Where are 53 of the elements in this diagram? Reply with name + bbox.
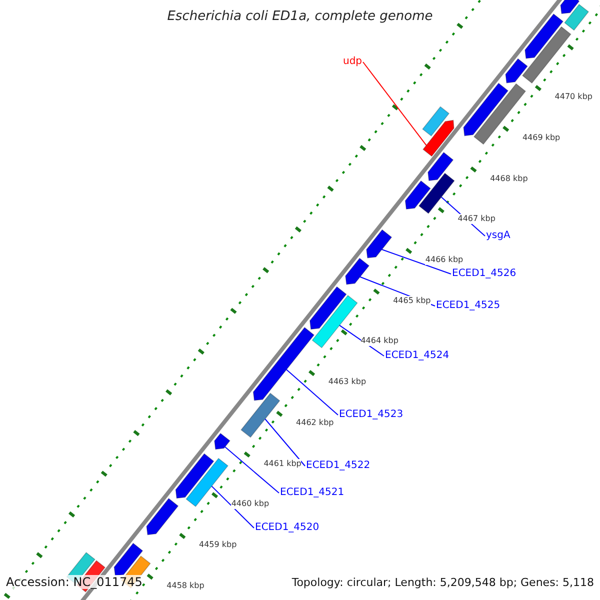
map-title: Escherichia coli ED1a, complete genome bbox=[166, 9, 434, 24]
gene-block bbox=[522, 26, 572, 84]
gene-label: ECED1_4523 bbox=[339, 409, 404, 421]
leader-line bbox=[286, 369, 338, 416]
scale-label: 4464 kbp bbox=[360, 336, 398, 346]
gene-block bbox=[186, 458, 228, 508]
gene-feature bbox=[422, 120, 454, 157]
gene-feature bbox=[175, 453, 214, 499]
gene-feature bbox=[404, 180, 431, 210]
gene-block bbox=[422, 106, 450, 136]
gene-feature bbox=[560, 0, 580, 14]
gene-feature bbox=[366, 229, 392, 258]
gene-label: ysgA bbox=[486, 230, 510, 242]
gene-label: ECED1_4521 bbox=[280, 487, 344, 499]
gene-label: ECED1_4525 bbox=[436, 300, 500, 312]
gene-feature bbox=[114, 542, 144, 576]
gene-label: ECED1_4520 bbox=[255, 522, 320, 534]
gene-feature bbox=[214, 432, 230, 450]
gene-block bbox=[564, 4, 590, 31]
scale-label: 4459 kbp bbox=[199, 540, 237, 550]
scale-label: 4466 kbp bbox=[425, 254, 464, 265]
gene-feature bbox=[505, 58, 528, 84]
gene-feature bbox=[146, 498, 179, 536]
gene-feature bbox=[463, 82, 509, 136]
leader-line bbox=[264, 418, 306, 466]
gene-label: udp bbox=[343, 56, 362, 68]
scale-label: 4469 kbp bbox=[522, 132, 560, 143]
scale-label: 4458 kbp bbox=[166, 580, 204, 591]
gene-feature bbox=[428, 152, 454, 182]
scale-label: 4468 kbp bbox=[490, 174, 528, 184]
gene-label: ECED1_4524 bbox=[385, 350, 450, 362]
leader-line bbox=[211, 486, 254, 528]
accession-text: Accession: NC_011745 bbox=[6, 575, 142, 589]
scale-label: 4470 kbp bbox=[554, 92, 592, 102]
leader-line bbox=[362, 62, 427, 146]
scale-label: 4463 kbp bbox=[328, 377, 366, 388]
scale-label: 4467 kbp bbox=[458, 214, 496, 224]
leader-line bbox=[224, 446, 280, 494]
gene-label: ECED1_4526 bbox=[452, 268, 516, 280]
gene-block bbox=[312, 294, 358, 348]
gene-block bbox=[240, 392, 280, 438]
gene-feature bbox=[309, 286, 347, 330]
scale-label: 4465 kbp bbox=[393, 296, 431, 306]
gene-feature bbox=[524, 13, 564, 59]
scale-label: 4461 kbp bbox=[264, 458, 302, 469]
summary-text: Topology: circular; Length: 5,209,548 bp; Genes: 5,118 bbox=[292, 576, 594, 589]
scale-label: 4462 kbp bbox=[296, 418, 334, 428]
scale-label: 4460 kbp bbox=[231, 499, 270, 510]
gene-label: ECED1_4522 bbox=[306, 460, 370, 472]
gene-feature bbox=[252, 326, 315, 401]
gene-block bbox=[418, 172, 455, 214]
gene-feature bbox=[345, 258, 370, 285]
leader-line bbox=[381, 249, 452, 274]
